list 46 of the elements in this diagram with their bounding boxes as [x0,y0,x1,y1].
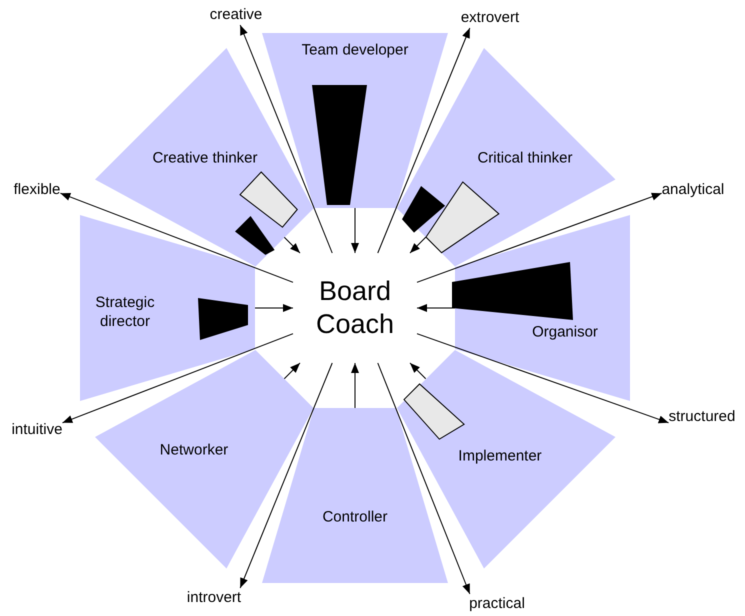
arrow [410,362,426,380]
segment-label: Controller [322,508,388,526]
segment-label: Networker [160,440,228,460]
segment-label: Organisor [532,322,598,342]
segment-label: Creative thinker [152,148,258,168]
score-bar [402,186,445,232]
score-bar [452,262,573,320]
segment-label: Team developer [302,40,408,60]
role-segment [80,215,255,401]
score-bar [426,182,499,253]
arrow [377,28,470,254]
score-bar [312,85,367,205]
arrow [60,192,294,283]
axis-label: extrovert [460,8,520,28]
score-bar [234,216,274,255]
axis-label: practical [469,594,525,614]
score-bar [198,298,248,340]
score-bar [240,172,298,228]
role-segment [396,350,616,568]
axis-label: analytical [662,180,724,200]
arrow [240,24,333,254]
arrow [284,362,300,380]
axis-label: introvert [186,588,242,608]
role-segment [94,350,314,568]
axis-label: flexible [14,180,60,200]
segment-label: Implementer [458,446,542,466]
center-title: Board Coach [293,253,417,363]
segment-label: Strategic director [94,292,156,331]
axis-label: structured [668,407,736,427]
arrow [254,304,294,312]
role-segment [455,215,630,401]
arrow [416,333,670,424]
arrow [416,304,456,312]
arrow [416,192,662,283]
arrow [377,362,470,594]
arrow [240,362,333,588]
arrow [410,236,426,254]
axis-label: creative [210,5,262,25]
axis-label: intuitive [12,420,62,440]
arrow [351,362,359,408]
score-bar [404,384,465,440]
arrow [62,333,294,424]
arrow [284,236,300,254]
role-segment [262,408,448,583]
arrow [351,208,359,254]
segment-label: Critical thinker [477,148,572,168]
